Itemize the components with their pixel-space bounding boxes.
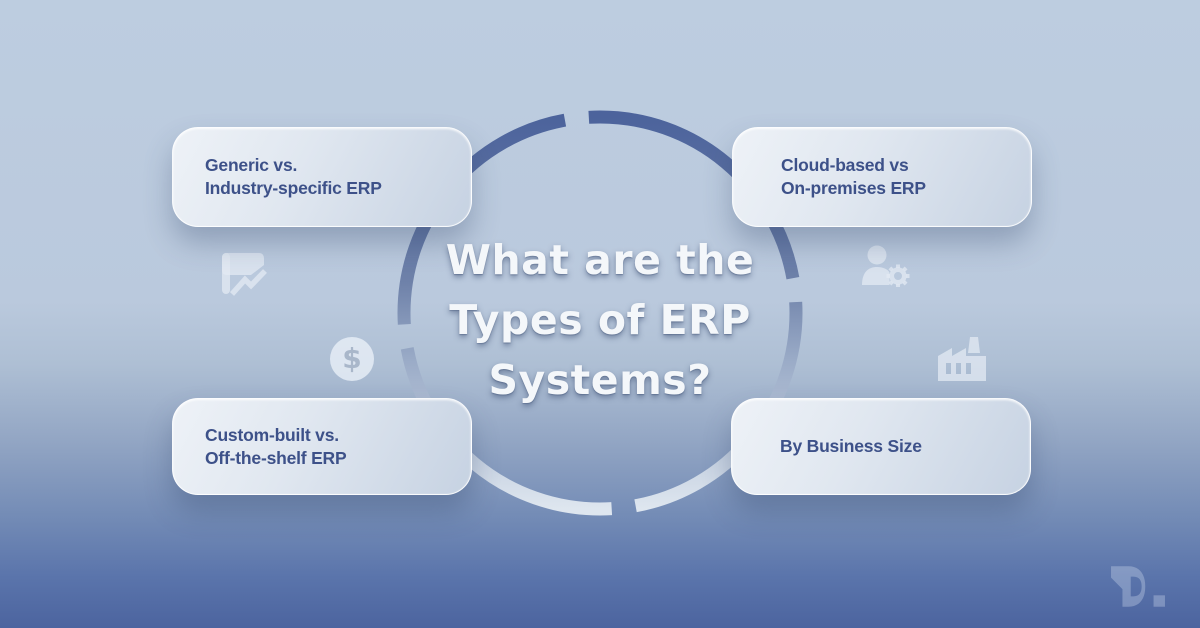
user-gear-icon [862, 245, 910, 287]
card-cloud-vs-onpremises: Cloud-based vs On-premises ERP [732, 127, 1032, 227]
brand-logo-icon: D. [1110, 565, 1165, 607]
card-by-business-size: By Business Size [731, 398, 1031, 495]
card-label: On-premises ERP [781, 178, 926, 198]
title-line: Types of ERP [449, 296, 751, 344]
card-label: Industry-specific ERP [205, 178, 382, 198]
card-generic-vs-industry: Generic vs. Industry-specific ERP [172, 127, 472, 227]
page-title: What are the Types of ERP Systems? [400, 230, 800, 410]
title-line: What are the [445, 236, 755, 284]
card-label: Cloud-based vs [781, 155, 909, 175]
flipchart-trend-icon [222, 253, 267, 296]
dollar-symbol: $ [342, 342, 362, 375]
card-label: Custom-built vs. [205, 424, 339, 445]
card-custom-vs-offshelf: Custom-built vs. Off-the-shelf ERP [172, 398, 472, 495]
card-label: Generic vs. [205, 155, 298, 175]
dollar-coin-icon: $ [330, 337, 374, 381]
factory-icon [938, 337, 986, 381]
segmented-ring [397, 110, 803, 516]
brand-logo-text: D. [1110, 565, 1127, 569]
card-label: By Business Size [780, 436, 922, 456]
card-label: Off-the-shelf ERP [205, 447, 347, 468]
title-line: Systems? [488, 356, 712, 404]
